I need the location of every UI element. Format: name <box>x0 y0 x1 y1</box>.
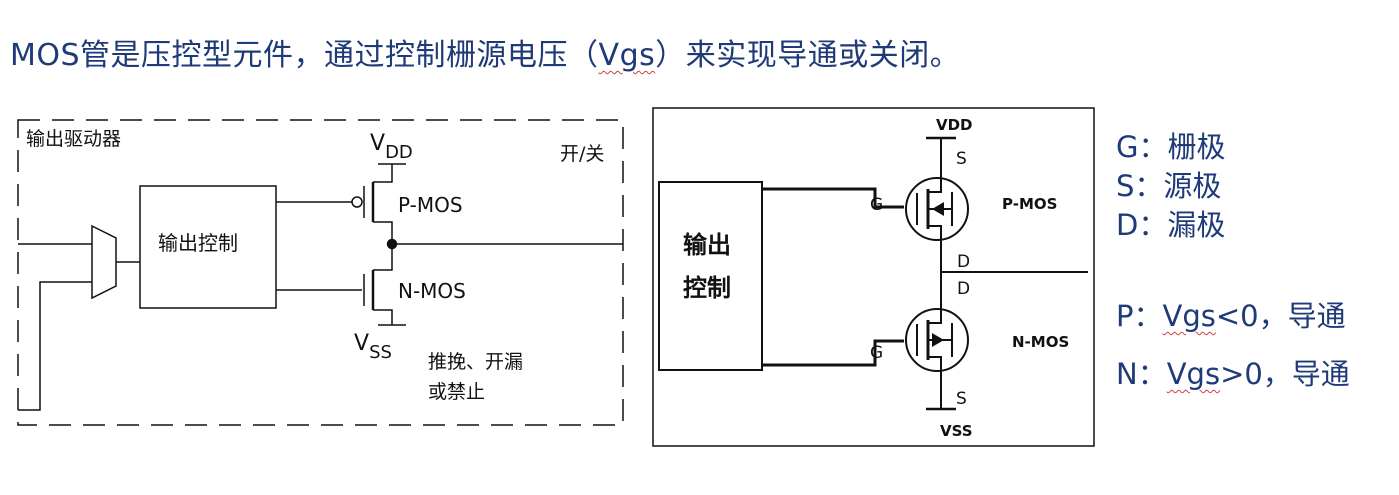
legend-n-suffix: >0，导通 <box>1220 357 1350 391</box>
title-vgs: Vgs <box>598 38 656 73</box>
pmos-arrow <box>932 202 944 216</box>
pmos-source-wire <box>373 164 393 183</box>
legend-n-vgs: Vgs <box>1166 357 1221 391</box>
output-driver-dashed-frame <box>17 119 624 426</box>
right-pmos-gate-wire <box>762 187 904 209</box>
legend-source: S：源极 <box>1116 169 1222 203</box>
nmos-drain-wire <box>373 244 393 271</box>
mux-symbol <box>91 224 117 300</box>
legend-p-suffix: <0，导通 <box>1215 299 1346 333</box>
nmos-label: N-MOS <box>398 279 466 303</box>
legend-pmos-condition: P：Vgs<0，导通 <box>1116 293 1346 335</box>
right-cmos-diagram <box>652 107 1095 447</box>
right-d-top-label: D <box>957 252 970 272</box>
nmos-symbol-source <box>928 356 942 370</box>
output-driver-label: 输出驱动器 <box>26 128 121 150</box>
pmos-label: P-MOS <box>398 193 463 217</box>
mode-label-line2: 或禁止 <box>428 381 485 403</box>
right-diagram-labels: 输出 控制 VDD VSS P-MOS N-MOS G G S S D D <box>683 116 1069 440</box>
vdd-label: VDD <box>370 131 413 163</box>
right-control-label-line1: 输出 <box>683 231 731 259</box>
legend-p-prefix: P： <box>1116 299 1163 333</box>
nmos-arrow <box>932 333 944 347</box>
switch-label: 开/关 <box>560 143 604 165</box>
right-nmos-label: N-MOS <box>1012 333 1069 351</box>
legend-nmos-condition: N：Vgs>0，导通 <box>1116 351 1350 393</box>
left-diagram-labels: 输出驱动器 输出控制 VDD VSS P-MOS N-MOS 开/关 推挽、开漏… <box>26 128 604 403</box>
pmos-symbol-circle <box>905 177 969 241</box>
legend-gate: G：栅极 <box>1116 130 1226 164</box>
nmos-symbol-circle <box>905 308 969 372</box>
right-d-bottom-label: D <box>957 279 970 299</box>
page-title: MOS管是压控型元件，通过控制栅源电压（Vgs）来实现导通或关闭。 <box>10 30 960 74</box>
right-nmos-gate-wire <box>762 339 904 367</box>
right-diagram-frame <box>652 107 1095 447</box>
right-control-label-line2: 控制 <box>683 274 731 302</box>
right-pmos-label: P-MOS <box>1002 195 1057 213</box>
enable-wire <box>18 281 92 411</box>
right-s-bottom-label: S <box>956 389 967 409</box>
pmos-symbol-source <box>928 178 942 193</box>
right-g-top-label: G <box>870 195 883 215</box>
title-suffix: ）来实现导通或关闭。 <box>655 38 961 73</box>
nmos-source-wire <box>373 309 393 325</box>
right-vss-label: VSS <box>940 422 973 440</box>
vss-label: VSS <box>354 331 392 363</box>
pmos-symbol-drain <box>928 225 942 240</box>
legend-p-vgs: Vgs <box>1162 299 1216 333</box>
legend-n-prefix: N： <box>1116 357 1167 391</box>
output-junction-dot <box>386 238 398 250</box>
pmos-gate-bubble <box>351 196 363 208</box>
nmos-symbol-drain <box>928 306 942 324</box>
right-s-top-label: S <box>956 149 967 169</box>
right-g-bottom-label: G <box>870 343 883 363</box>
pmos-drain-wire <box>373 221 393 244</box>
left-output-driver-diagram <box>17 119 624 426</box>
title-prefix: MOS管是压控型元件，通过控制栅源电压（ <box>10 38 599 73</box>
right-output-control-box <box>658 181 763 371</box>
legend-drain: D：漏极 <box>1116 208 1226 242</box>
mode-label-line1: 推挽、开漏 <box>428 351 523 373</box>
output-control-box <box>139 185 277 309</box>
output-control-label: 输出控制 <box>158 231 238 255</box>
right-vdd-label: VDD <box>936 116 973 134</box>
